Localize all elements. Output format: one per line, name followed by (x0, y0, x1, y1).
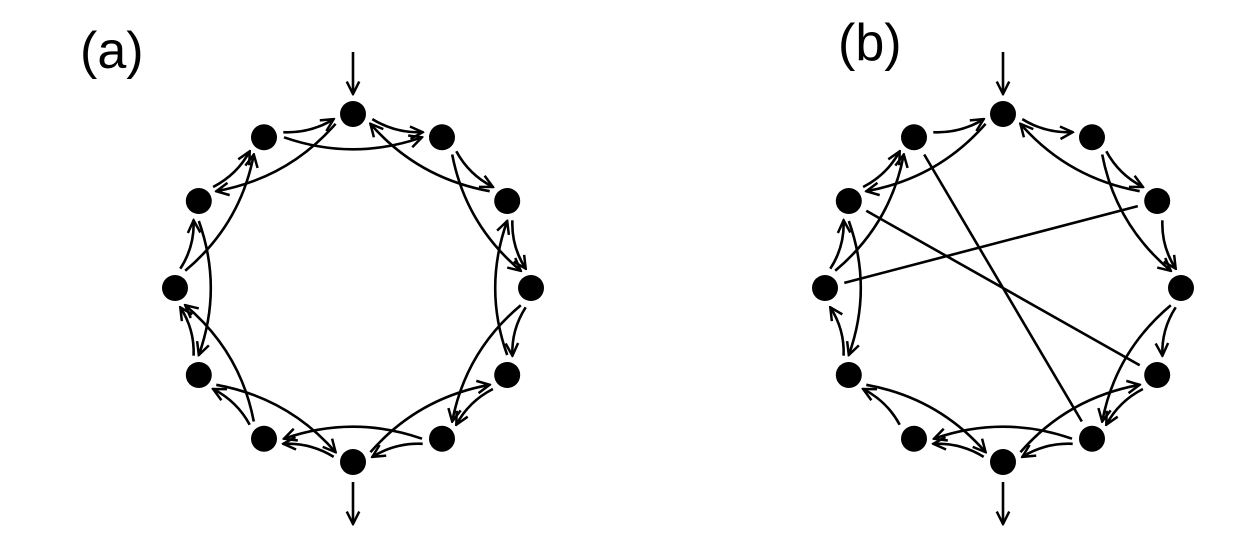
node-b-4 (1144, 362, 1171, 388)
edge-a-11-1 (283, 137, 422, 151)
node-a-6 (340, 449, 366, 475)
edge-a-4-2 (493, 221, 507, 356)
edge-a-2-3 (511, 220, 525, 268)
node-b-7 (901, 425, 927, 452)
edge-a-3-4 (512, 306, 527, 355)
edge-a-1-3 (450, 154, 521, 271)
edge-a-4-5 (456, 387, 494, 425)
edge-a-8-6 (216, 383, 335, 452)
edge-b-2-0 (1020, 124, 1140, 193)
node-a-0 (340, 101, 366, 127)
edge-b-8-9 (830, 307, 845, 356)
edge-a-0-1 (371, 117, 422, 132)
edge-a-1-2 (455, 150, 493, 187)
node-a-2 (494, 188, 521, 214)
edge-b-10-11 (862, 151, 900, 189)
edge-a-11-0 (283, 119, 333, 134)
edge-b-1-3 (1100, 154, 1171, 271)
panel-b: (b) (812, 14, 1194, 524)
edge-a-7-8 (213, 389, 251, 426)
edge-a-5-7 (284, 425, 423, 439)
node-a-9 (162, 275, 188, 301)
edge-a-3-5 (452, 304, 522, 421)
edge-b-5-6 (1022, 442, 1073, 457)
edge-b-3-4 (1162, 306, 1177, 355)
panel-b-edges (830, 119, 1175, 457)
node-a-1 (429, 124, 455, 151)
edge-b-9-10 (829, 220, 843, 270)
edge-b-10-8 (849, 220, 863, 355)
edge-a-8-9 (180, 307, 195, 356)
edge-a-9-11 (184, 155, 254, 272)
node-b-2 (1144, 188, 1171, 214)
node-b-1 (1079, 124, 1105, 151)
node-b-0 (990, 101, 1016, 127)
edge-b-5-7 (934, 425, 1073, 439)
edge-b-0-1 (1021, 117, 1072, 132)
edge-a-9-10 (179, 220, 193, 270)
node-a-5 (429, 425, 455, 452)
edge-a-7-9 (185, 305, 256, 422)
edge-a-0-10 (216, 122, 337, 191)
edge-b-9-2 (843, 204, 1139, 285)
panel-a-label: (a) (80, 22, 144, 80)
node-b-5 (1079, 425, 1105, 452)
node-b-3 (1168, 275, 1194, 301)
edge-b-8-6 (866, 383, 985, 452)
node-a-7 (251, 425, 277, 452)
edge-b-2-3 (1161, 220, 1175, 268)
node-a-4 (494, 362, 521, 388)
panel-b-nodes (812, 101, 1194, 475)
edge-b-11-0 (933, 119, 983, 134)
node-a-3 (518, 275, 544, 301)
panel-b-label: (b) (838, 14, 902, 72)
panel-a: (a) (80, 22, 544, 524)
edge-a-6-7 (283, 444, 335, 459)
node-a-11 (251, 124, 277, 151)
node-b-10 (835, 188, 862, 214)
edge-b-5-11 (923, 153, 1083, 423)
edge-b-7-8 (863, 389, 901, 426)
edge-a-10-11 (212, 151, 250, 189)
edge-a-6-4 (369, 385, 489, 454)
node-a-10 (185, 188, 212, 214)
edge-a-5-6 (372, 442, 423, 457)
node-b-8 (835, 362, 862, 388)
edge-a-10-8 (199, 220, 213, 355)
node-b-11 (901, 124, 927, 151)
node-b-6 (990, 449, 1016, 475)
edge-a-2-0 (370, 124, 490, 193)
node-b-9 (812, 275, 838, 301)
node-a-8 (185, 362, 212, 388)
panel-a-nodes (162, 101, 544, 475)
edge-b-6-7 (933, 444, 985, 459)
panel-a-edges (180, 119, 525, 457)
edge-b-4-5 (1106, 387, 1144, 425)
edge-b-1-2 (1105, 150, 1143, 187)
